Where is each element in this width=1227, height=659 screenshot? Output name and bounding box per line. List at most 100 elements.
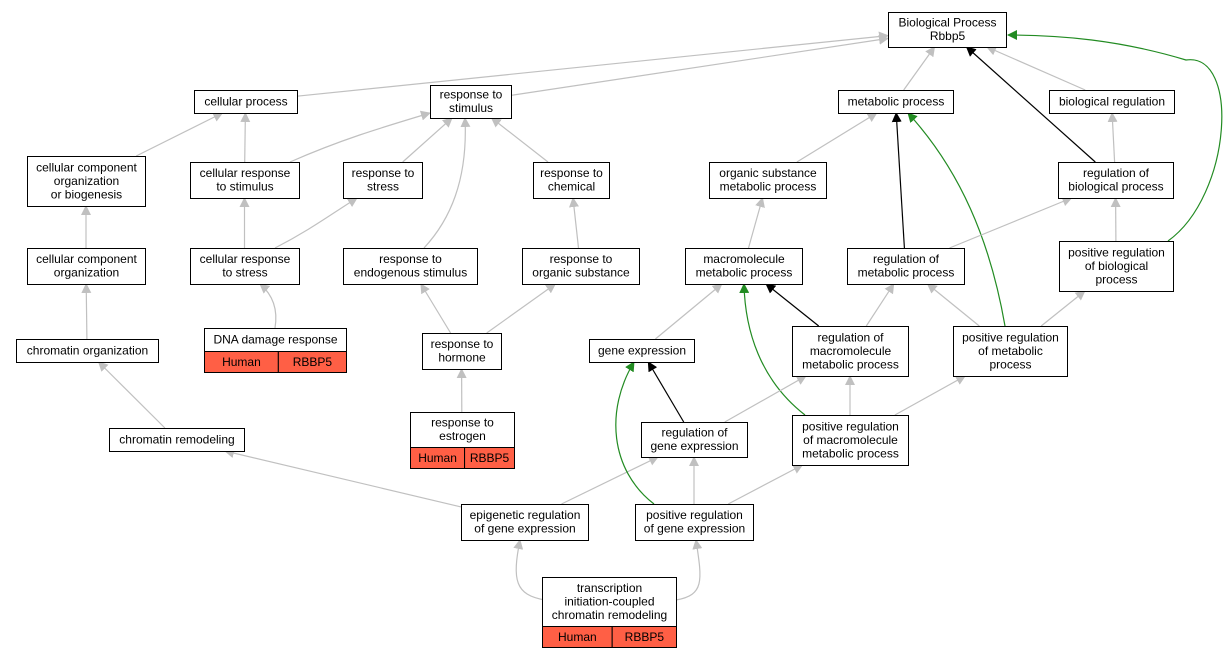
edge-metabolic-process-to-bp [903, 46, 936, 91]
node-label-line: regulation of [1083, 166, 1150, 180]
node-box [430, 85, 512, 119]
node-label-line: cellular response [200, 166, 291, 180]
edge-dna-damage-response-to-cellular-response-to-stress [259, 283, 277, 329]
node-label-line: process [1095, 272, 1137, 286]
edge-pos-reg-macromolecule-metabolic-to-pos-reg-metabolic [894, 375, 966, 416]
node-box [410, 412, 515, 448]
node-box [847, 248, 965, 285]
node-metabolic-process[interactable]: metabolic process [838, 90, 954, 114]
edge-pos-reg-biological-to-bp [1007, 30, 1223, 242]
node-label-line: to stress [222, 266, 267, 280]
node-label-line: response to [550, 252, 613, 266]
node-label-line: chromatin remodeling [552, 608, 667, 622]
node-label-line: response to [352, 166, 415, 180]
edge-response-to-hormone-to-response-to-organic [486, 283, 557, 334]
node-label-line: stress [367, 180, 399, 194]
node-cellular-process[interactable]: cellular process [194, 90, 298, 114]
node-label-line: Biological Process [898, 16, 996, 30]
edge-response-to-organic-to-response-to-chemical [569, 197, 580, 249]
node-label-line: regulation of [873, 252, 940, 266]
node-box [190, 248, 300, 285]
node-label-line: organization [54, 266, 119, 280]
node-label-line: organic substance [719, 166, 817, 180]
edge-response-to-stress-to-response-to-stimulus [402, 117, 453, 163]
node-label-line: cellular component [36, 252, 137, 266]
edge-pos-reg-gene-expression-to-gene-expression [615, 361, 655, 505]
node-label-line: response to [440, 88, 503, 102]
node-label-line: of biological [1085, 259, 1148, 273]
node-chromatin-organization[interactable]: chromatin organization [16, 339, 159, 363]
node-label-line: positive regulation [962, 330, 1059, 344]
node-transcription-initiation[interactable]: transcriptioninitiation-coupledchromatin… [542, 577, 677, 648]
edge-macromolecule-metabolic-to-organic-substance-metabolic [747, 197, 765, 249]
node-label-line: of metabolic [978, 344, 1043, 358]
node-box [461, 504, 589, 541]
edge-response-to-stimulus-to-bp [510, 34, 889, 96]
node-label-line: gene expression [650, 439, 738, 453]
node-label-line: of gene expression [644, 522, 745, 536]
node-box [422, 333, 502, 370]
node-label-line: cellular component [36, 160, 137, 174]
node-box [792, 415, 909, 466]
edge-reg-macromolecule-metabolic-to-regulation-of-metabolic [865, 283, 895, 327]
edge-chromatin-organization-to-cc-organization [81, 283, 92, 340]
edge-cellular-process-to-bp [296, 31, 889, 97]
edge-regulation-of-metabolic-to-regulation-of-biological-process [949, 196, 1073, 249]
node-chromatin-remodeling[interactable]: chromatin remodeling [109, 428, 245, 452]
node-label-line: metabolic process [848, 94, 945, 108]
edge-transcription-initiation-to-epigenetic-regulation [513, 539, 546, 601]
edge-epigenetic-regulation-to-regulation-of-gene-expression [561, 456, 659, 505]
node-label-line: organic substance [532, 266, 630, 280]
node-label-line: endogenous stimulus [354, 266, 467, 280]
node-box [27, 156, 146, 207]
node-label-line: regulation of [661, 426, 728, 440]
node-label-line: positive regulation [646, 508, 743, 522]
node-gene-expression[interactable]: gene expression [589, 339, 695, 363]
node-label-line: transcription [577, 581, 642, 595]
node-box [343, 248, 478, 285]
node-label-line: macromolecule [810, 344, 892, 358]
node-box [792, 326, 909, 377]
node-label-line: response to [540, 166, 603, 180]
node-box [709, 162, 827, 199]
node-box [522, 248, 640, 285]
node-biological-regulation[interactable]: biological regulation [1049, 90, 1175, 114]
edge-regulation-of-gene-expression-to-gene-expression [647, 361, 685, 423]
node-label-line: organization [54, 174, 119, 188]
node-label-line: or biogenesis [51, 187, 122, 201]
edge-reg-macromolecule-metabolic-to-macromolecule-metabolic [765, 283, 820, 327]
edge-pos-reg-metabolic-to-regulation-of-metabolic [926, 283, 980, 327]
node-box [685, 248, 803, 285]
node-box [1059, 241, 1174, 292]
node-label-line: regulation of [817, 330, 884, 344]
edge-gene-expression-to-macromolecule-metabolic [655, 283, 723, 340]
